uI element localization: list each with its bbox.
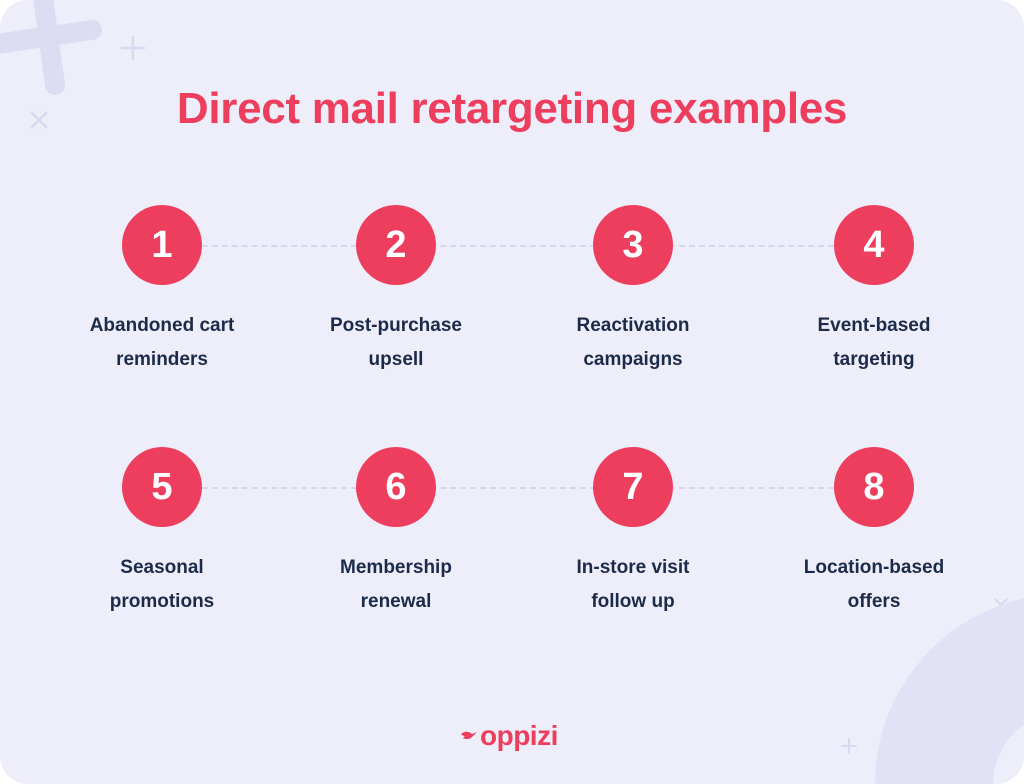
brand-logo: oppizi (460, 720, 558, 752)
step-label-line: Post-purchase (330, 315, 462, 336)
step-number-badge: 2 (356, 205, 436, 285)
step-label: Location-based offers (774, 551, 974, 619)
steps-row-1: 1 Abandoned cart reminders 2 Post-purcha… (0, 205, 1024, 370)
step-label: Membership renewal (296, 551, 496, 619)
step-6: 6 Membership renewal (296, 447, 496, 619)
step-number-badge: 7 (593, 447, 673, 527)
step-4: 4 Event-based targeting (774, 205, 974, 377)
step-label: Seasonal promotions (62, 551, 262, 619)
steps-row-2: 5 Seasonal promotions 6 Membership renew… (0, 447, 1024, 612)
step-label-line: renewal (360, 591, 432, 612)
step-label-line: Event-based (817, 315, 931, 336)
dashed-connector (162, 487, 874, 489)
step-label: Abandoned cart reminders (62, 309, 262, 377)
brand-logo-text: oppizi (480, 720, 558, 751)
step-8: 8 Location-based offers (774, 447, 974, 619)
step-5: 5 Seasonal promotions (62, 447, 262, 619)
step-label-line: In-store visit (576, 557, 690, 578)
step-label-line: Reactivation (576, 315, 690, 336)
step-number-badge: 3 (593, 205, 673, 285)
step-number-badge: 8 (834, 447, 914, 527)
page-title: Direct mail retargeting examples (176, 84, 848, 133)
step-label-line: Seasonal (120, 557, 204, 578)
step-label-line: targeting (833, 349, 915, 370)
step-number-badge: 4 (834, 205, 914, 285)
step-1: 1 Abandoned cart reminders (62, 205, 262, 377)
step-label-line: reminders (116, 349, 208, 370)
step-label: Event-based targeting (774, 309, 974, 377)
small-cross-icon (30, 111, 48, 129)
step-label-line: upsell (368, 349, 424, 370)
dashed-connector (162, 245, 874, 247)
step-number-badge: 5 (122, 447, 202, 527)
large-plus-icon (0, 0, 102, 95)
step-label-line: follow up (591, 591, 675, 612)
step-label-line: promotions (109, 591, 215, 612)
step-label-line: Abandoned cart (89, 315, 235, 336)
step-label: In-store visit follow up (533, 551, 733, 619)
step-label-line: campaigns (583, 349, 683, 370)
arch-shape (875, 598, 1024, 784)
step-number-badge: 6 (356, 447, 436, 527)
step-label: Post-purchase upsell (296, 309, 496, 377)
step-label-line: offers (847, 591, 901, 612)
step-3: 3 Reactivation campaigns (533, 205, 733, 377)
step-7: 7 In-store visit follow up (533, 447, 733, 619)
step-label: Reactivation campaigns (533, 309, 733, 377)
step-2: 2 Post-purchase upsell (296, 205, 496, 377)
step-number-badge: 1 (122, 205, 202, 285)
bird-icon (461, 731, 477, 740)
small-plus-icon (841, 738, 857, 754)
step-label-line: Membership (340, 557, 452, 578)
step-label-line: Location-based (803, 557, 945, 578)
small-plus-icon (120, 35, 146, 61)
